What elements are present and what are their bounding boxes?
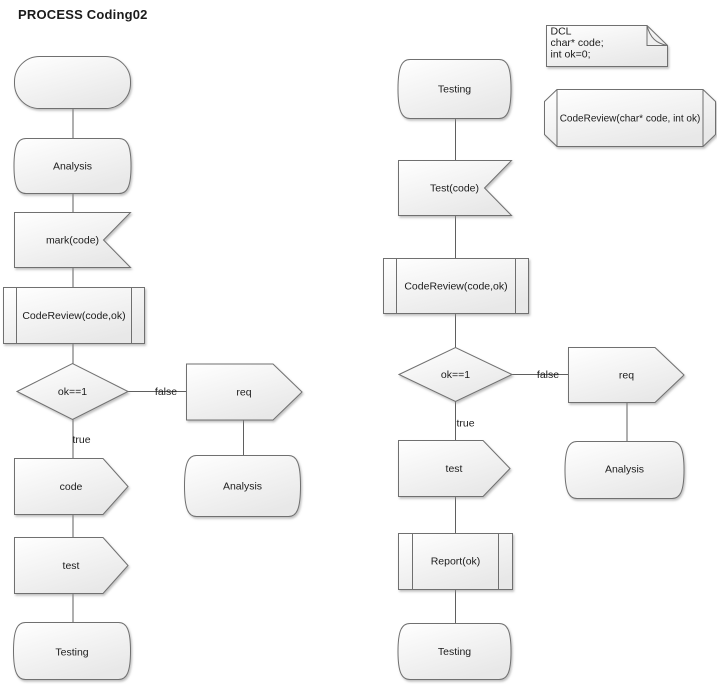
note-folded-corner bbox=[646, 25, 668, 46]
right-decision-label: ok==1 bbox=[441, 369, 470, 381]
left-state-analysis-label: Analysis bbox=[53, 161, 92, 173]
left-input-signal-mark[interactable] bbox=[14, 212, 132, 268]
right-output-req-label: req bbox=[619, 370, 634, 382]
right-state-testing-end-label: Testing bbox=[438, 646, 471, 658]
left-output-signal-test[interactable] bbox=[14, 537, 129, 594]
connector-group bbox=[72, 108, 628, 624]
left-decision-diamond[interactable] bbox=[15, 362, 130, 421]
right-procedure-call-report[interactable] bbox=[398, 533, 513, 590]
right-input-signal-test[interactable] bbox=[398, 160, 513, 216]
right-decision-diamond[interactable] bbox=[397, 346, 514, 403]
right-procedure-call-codereview[interactable] bbox=[383, 258, 529, 314]
right-call-codereview-label: CodeReview(code,ok) bbox=[404, 281, 507, 293]
left-state-testing[interactable] bbox=[12, 622, 132, 680]
declaration-note[interactable] bbox=[546, 25, 668, 67]
left-edge-true-label: true bbox=[73, 434, 91, 446]
right-state-analysis-return[interactable] bbox=[564, 441, 685, 499]
note-line-3: int ok=0; bbox=[551, 49, 591, 61]
right-edge-false-label: false bbox=[537, 369, 559, 381]
left-output-signal-code[interactable] bbox=[14, 458, 129, 515]
left-output-code-label: code bbox=[60, 481, 83, 493]
note-line-1: DCL bbox=[551, 26, 572, 38]
diagram-title: PROCESS Coding02 bbox=[18, 7, 148, 22]
right-call-report-label: Report(ok) bbox=[431, 556, 481, 568]
right-input-test-label: Test(code) bbox=[430, 183, 479, 195]
left-edge-false-label: false bbox=[155, 386, 177, 398]
right-output-test-label: test bbox=[446, 463, 463, 475]
right-state-testing-top[interactable] bbox=[397, 59, 512, 119]
note-line-2: char* code; bbox=[551, 37, 604, 49]
right-edge-true-label: true bbox=[457, 418, 475, 430]
right-state-testing-end[interactable] bbox=[397, 623, 512, 680]
left-state-testing-label: Testing bbox=[55, 647, 88, 659]
left-start-terminator[interactable] bbox=[14, 56, 131, 109]
procedure-declaration-label: CodeReview(char* code, int ok) bbox=[560, 114, 701, 125]
left-output-signal-req[interactable] bbox=[186, 363, 303, 421]
left-output-test-label: test bbox=[63, 560, 80, 572]
left-state-analysis[interactable] bbox=[13, 138, 132, 194]
right-output-signal-req[interactable] bbox=[568, 347, 685, 403]
left-input-mark-label: mark(code) bbox=[46, 235, 99, 247]
left-call-codereview-label: CodeReview(code,ok) bbox=[22, 310, 125, 322]
right-state-testing-top-label: Testing bbox=[438, 84, 471, 96]
left-decision-label: ok==1 bbox=[58, 386, 87, 398]
right-state-analysis-return-label: Analysis bbox=[605, 464, 644, 476]
left-procedure-call-codereview[interactable] bbox=[3, 287, 145, 344]
left-state-analysis-return-label: Analysis bbox=[223, 481, 262, 493]
left-state-analysis-return[interactable] bbox=[183, 455, 302, 517]
left-output-req-label: req bbox=[236, 387, 251, 399]
right-output-signal-test[interactable] bbox=[398, 440, 511, 497]
